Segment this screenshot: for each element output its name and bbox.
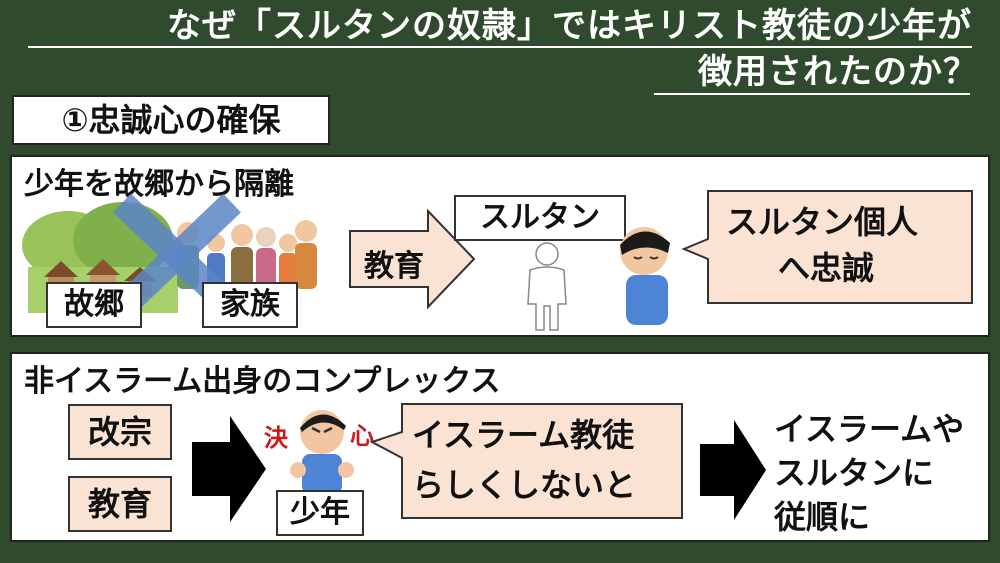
title-underline-2 [654,93,970,95]
panel-isolation: 少年を故郷から隔離 故郷 家族 教育 スルタン [10,155,990,337]
boy-label: 少年 [276,490,364,536]
panel-isolation-heading: 少年を故郷から隔離 [24,167,294,202]
sultan-silhouette [527,242,567,331]
panel-complex-heading: 非イスラーム出身のコンプレックス [24,364,501,399]
arrow-to-result [700,420,766,520]
family-label: 家族 [202,282,298,328]
loyalty-speech-line-1: スルタン個人 [726,203,919,241]
hometown-label: 故郷 [46,282,142,328]
section-label: ①忠誠心の確保 [12,95,330,145]
determined-boy-illustration [290,410,354,494]
result-line-1: イスラームや [774,410,965,448]
loyalty-speech-line-2: へ忠誠 [778,249,875,287]
resolve-char-right: 心 [350,422,374,450]
education-box: 教育 [68,476,172,532]
education-arrow-label: 教育 [364,249,424,284]
resolve-char-left: 決 [264,424,288,452]
muslim-speech-line-2: らしくしないと [412,466,637,504]
arrow-to-boy [192,416,266,522]
sultan-label: スルタン [454,195,626,241]
muslim-speech-line-1: イスラーム教徒 [412,416,635,454]
bowing-boy-illustration [620,227,670,325]
conversion-box: 改宗 [68,404,172,460]
slide-title-line-2: 徴用されたのか？ [698,52,978,92]
result-line-2: スルタンに [774,454,935,492]
panel-complex: 非イスラーム出身のコンプレックス 改宗 教育 決 心 少年 イスラーム教徒 らし… [10,352,990,542]
loyalty-speech-bubble [681,190,973,304]
slide-title-line-1: なぜ「スルタンの奴隷」ではキリスト教徒の少年が [167,6,972,46]
education-arrow [349,208,476,310]
title-underline-1 [28,46,972,48]
result-line-3: 従順に [774,498,871,536]
muslim-speech-bubble [369,403,683,519]
